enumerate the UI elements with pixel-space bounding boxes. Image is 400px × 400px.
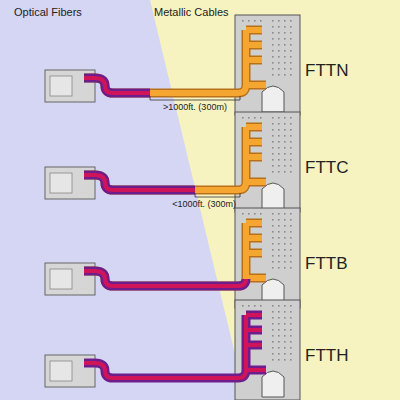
type-label: FTTB — [305, 255, 348, 274]
fiber-cable — [84, 78, 150, 93]
copper-cable — [84, 223, 246, 286]
copper-cable — [246, 223, 266, 278]
copper-cable — [84, 30, 246, 93]
fiber-cable — [84, 271, 246, 286]
metallic-region — [150, 0, 400, 400]
type-label: FTTC — [305, 159, 348, 178]
fttc-row — [45, 112, 300, 212]
type-label: FTTH — [305, 347, 348, 366]
copper-cable — [84, 30, 246, 93]
fiber-cable — [84, 78, 150, 93]
copper-cable — [84, 127, 246, 190]
fiber-cable — [84, 315, 246, 378]
copper-cable — [246, 127, 266, 182]
ftth-row — [45, 300, 300, 400]
fttb-row — [45, 208, 300, 308]
fiber-cable — [84, 271, 246, 286]
region-label: Metallic Cables — [154, 6, 229, 18]
copper-cable — [84, 223, 246, 286]
fiber-cable — [84, 315, 246, 378]
fiber-cable — [246, 315, 266, 370]
fttn-row — [45, 15, 300, 115]
copper-cable — [84, 127, 246, 190]
dimension-line — [150, 96, 240, 100]
fiber-cable — [84, 175, 195, 190]
type-label: FTTN — [305, 62, 348, 81]
region-label: Optical Fibers — [14, 6, 82, 18]
dimension-label: <1000ft. (300m) — [172, 200, 236, 210]
copper-cable — [246, 30, 266, 85]
dimension-line — [195, 193, 240, 197]
dimension-label: >1000ft. (300m) — [163, 103, 227, 113]
fiber-cable — [246, 315, 266, 370]
fiber-cable — [84, 175, 195, 190]
